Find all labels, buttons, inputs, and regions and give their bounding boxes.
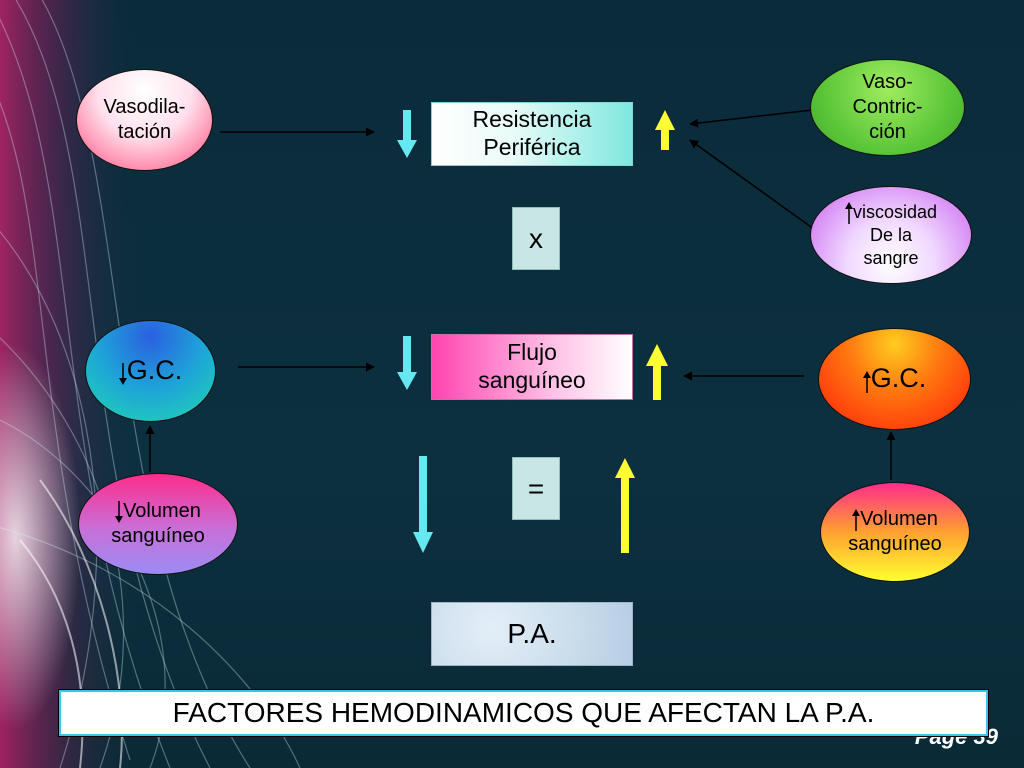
vasodilatacion-line2: tación xyxy=(117,121,172,143)
equals-symbol: = xyxy=(527,472,545,504)
vasocontriccion-line2: Contric- xyxy=(852,96,923,118)
viscosidad-line1: viscosidad xyxy=(852,201,938,222)
up-indicator-icon xyxy=(862,368,871,393)
gc-left-oval: G.C. xyxy=(85,320,216,422)
pa-label: P.A. xyxy=(507,618,557,650)
down-indicator-icon xyxy=(115,500,124,523)
resistencia-line2: Periférica xyxy=(483,134,581,160)
diagram-title: FACTORES HEMODINAMICOS QUE AFECTAN LA P.… xyxy=(172,697,875,729)
flujo-line2: sanguíneo xyxy=(478,367,586,393)
flujo-box: Flujo sanguíneo xyxy=(431,334,633,400)
down-indicator-icon xyxy=(118,360,127,385)
vasocontriccion-oval: Vaso- Contric- ción xyxy=(810,59,965,156)
gc-right-label: G.C. xyxy=(870,363,927,394)
volumen-left-line1: Volumen xyxy=(123,500,201,522)
vasocontriccion-line3: ción xyxy=(869,121,906,143)
viscosidad-line2: De la xyxy=(869,225,912,246)
gc-right-oval: G.C. xyxy=(818,328,971,430)
pa-box: P.A. xyxy=(431,602,633,666)
multiply-operator: x xyxy=(512,207,560,270)
up-indicator-icon xyxy=(852,508,861,531)
gc-left-label: G.C. xyxy=(126,355,183,386)
volumen-right-line2: sanguíneo xyxy=(848,533,942,555)
vasocontriccion-line1: Vaso- xyxy=(862,71,913,93)
vasodilatacion-oval: Vasodila- tación xyxy=(76,69,213,171)
up-indicator-icon xyxy=(844,202,853,225)
volumen-left-oval: Volumen sanguíneo xyxy=(78,473,238,575)
diagram-title-banner: FACTORES HEMODINAMICOS QUE AFECTAN LA P.… xyxy=(58,689,989,737)
viscosidad-line3: sangre xyxy=(863,247,919,268)
resistencia-line1: Resistencia xyxy=(472,106,592,133)
equals-operator: = xyxy=(512,457,560,520)
multiply-symbol: x xyxy=(529,222,543,254)
viscosidad-oval: viscosidad De la sangre xyxy=(810,186,972,284)
vasodilatacion-line1: Vasodila- xyxy=(103,96,186,118)
volumen-right-oval: Volumen sanguíneo xyxy=(820,482,970,582)
volumen-right-line1: Volumen xyxy=(860,508,938,530)
flujo-line1: Flujo xyxy=(507,339,557,366)
volumen-left-line2: sanguíneo xyxy=(111,525,205,547)
resistencia-box: Resistencia Periférica xyxy=(431,102,633,166)
